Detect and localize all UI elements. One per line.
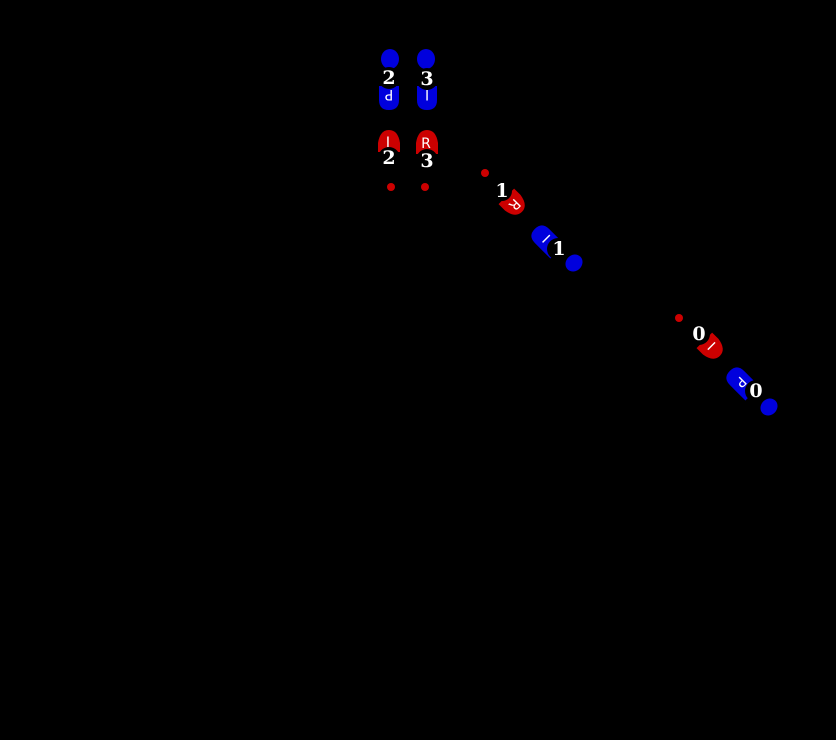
toe-dot-icon — [387, 183, 395, 191]
foot-heel-shape-icon — [416, 130, 438, 154]
leader-footprint-step-0: P 0 — [726, 367, 778, 416]
step-number: 1 — [552, 238, 565, 260]
label-disc — [492, 181, 512, 201]
foot-letter: R — [421, 136, 431, 152]
foot-letter: I — [386, 135, 390, 151]
foot-letter: P — [385, 86, 393, 102]
label-disc — [745, 380, 767, 402]
toe-blob-icon — [381, 49, 399, 69]
step-number: 2 — [382, 67, 395, 89]
foot-heel-shape-icon — [696, 332, 723, 359]
label-disc — [378, 67, 400, 89]
toe-dot-icon — [675, 314, 683, 322]
step-number: 0 — [692, 323, 705, 345]
heel-blob-icon — [565, 254, 583, 272]
foot-sole-icon — [417, 86, 437, 110]
foot-letter: I — [425, 86, 429, 102]
leader-footprint-step-3: I 3 — [416, 49, 438, 110]
step-number: 1 — [495, 180, 508, 202]
step-number: 2 — [382, 147, 395, 169]
foot-heel-shape-icon — [498, 188, 525, 215]
follower-footprint-step-2: I 2 — [378, 130, 400, 191]
toe-dot-icon — [421, 183, 429, 191]
label-disc — [416, 68, 438, 90]
follower-footprint-step-3: R 3 — [416, 130, 438, 191]
label-disc — [688, 323, 710, 345]
label-disc — [378, 147, 400, 169]
heel-blob-icon — [760, 398, 778, 416]
toe-blob-icon — [417, 49, 435, 69]
foot-sole-icon — [379, 86, 399, 110]
label-disc — [547, 238, 569, 260]
foot-heel-shape-icon — [378, 130, 400, 152]
leader-footprint-step-2: P 2 — [378, 49, 400, 110]
step-number: 3 — [420, 150, 433, 172]
label-disc — [416, 149, 438, 171]
step-number: 3 — [420, 68, 433, 90]
leader-footprint-step-1: I 1 — [531, 225, 583, 272]
follower-footprint-step-1: R 1 — [481, 169, 525, 215]
step-number: 0 — [749, 380, 762, 402]
toe-dot-icon — [481, 169, 489, 177]
follower-footprint-step-0: I 0 — [675, 314, 723, 359]
